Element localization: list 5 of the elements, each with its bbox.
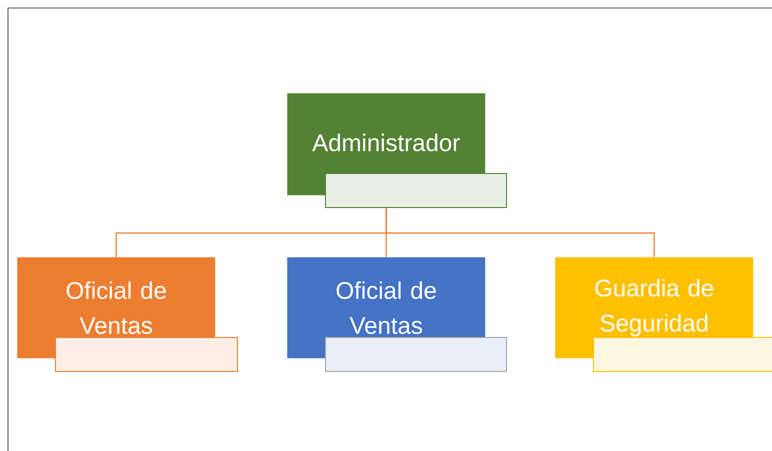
connector-line: [386, 208, 655, 257]
tab-box: [55, 337, 238, 372]
tab-box: [325, 173, 507, 208]
tab-box: [593, 337, 772, 372]
tab-box: [325, 337, 507, 372]
